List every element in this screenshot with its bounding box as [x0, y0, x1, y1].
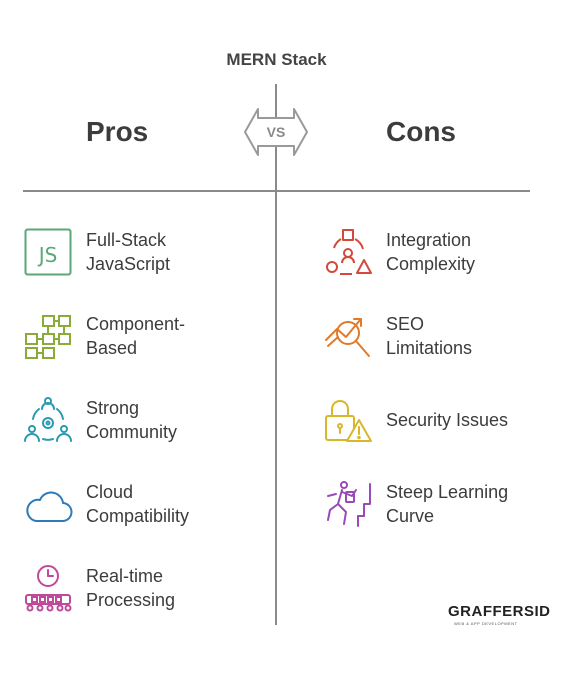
integration-shapes-icon [326, 229, 372, 275]
pros-heading: Pros [86, 116, 149, 147]
climbing-icon [327, 481, 371, 527]
vs-label: VS [266, 124, 286, 140]
graffersid-logo: GRAFFERSID WEB & APP DEVELOPMENT [448, 603, 550, 629]
pros-item-label: Full-Stack JavaScript [86, 230, 171, 274]
cons-item-label: SEO Limitations [386, 314, 473, 358]
horizontal-divider [23, 190, 530, 192]
security-lock-warning-icon [325, 400, 372, 442]
js-icon: JS [24, 228, 72, 276]
logo-subtitle: WEB & APP DEVELOPMENT [454, 621, 518, 626]
pros-item-label: Real-time Processing [86, 566, 176, 610]
component-grid-icon [25, 315, 71, 359]
diagram-title: MERN Stack [226, 50, 327, 69]
realtime-processing-icon [25, 565, 72, 612]
logo-text-main: GRAFFERS [448, 603, 535, 620]
vs-arrow-icon [244, 108, 308, 156]
cloud-icon [26, 491, 73, 523]
community-icon [24, 397, 72, 442]
pros-item-label: Cloud Compatibility [86, 482, 190, 526]
logo-text-id: ID [534, 603, 551, 620]
cons-heading: Cons [386, 116, 456, 147]
cons-item-label: Integration Complexity [386, 230, 476, 274]
svg-text:JS: JS [37, 243, 58, 267]
cons-item-label: Security Issues [386, 410, 509, 430]
pros-item-label: Component- Based [86, 314, 186, 358]
pros-item-label: Strong Community [86, 398, 178, 442]
seo-search-icon [325, 318, 370, 357]
vertical-divider [275, 84, 277, 625]
cons-item-label: Steep Learning Curve [386, 482, 509, 526]
